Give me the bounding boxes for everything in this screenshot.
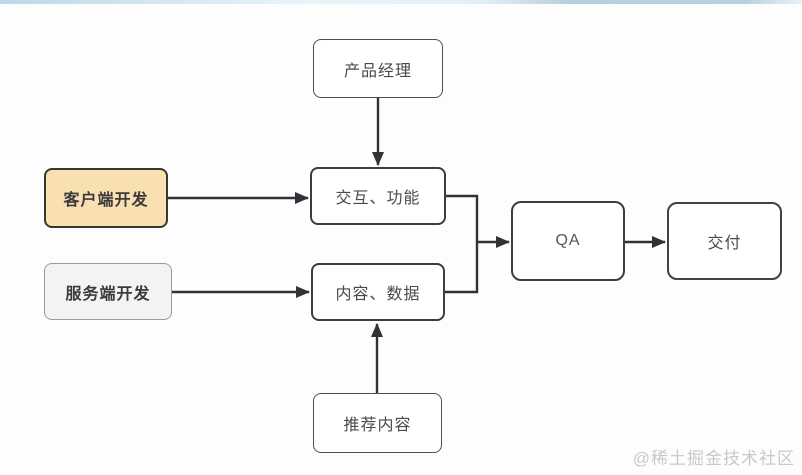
node-qa-label: QA [555,232,581,249]
node-recommend-content-label: 推荐内容 [343,417,412,434]
node-product-manager-label: 产品经理 [343,62,412,80]
node-product-manager: 产品经理 [313,39,443,98]
node-client-dev-label: 客户端开发 [63,192,149,209]
top-edge-strip [0,0,802,4]
node-server-dev: 服务端开发 [44,263,172,320]
node-interaction-function: 交互、功能 [310,167,446,225]
node-content-data-label: 内容、数据 [335,286,421,303]
node-delivery-label: 交付 [707,235,742,252]
node-client-dev: 客户端开发 [44,168,168,228]
edge-merge-connector [445,194,479,294]
watermark-juejin-community: @稀土掘金技术社区 [632,449,795,468]
node-qa: QA [511,201,625,281]
node-recommend-content: 推荐内容 [313,393,442,453]
node-delivery: 交付 [667,202,782,280]
node-content-data: 内容、数据 [311,263,445,321]
node-server-dev-label: 服务端开发 [65,285,151,303]
node-interaction-function-label: 交互、功能 [335,190,421,207]
